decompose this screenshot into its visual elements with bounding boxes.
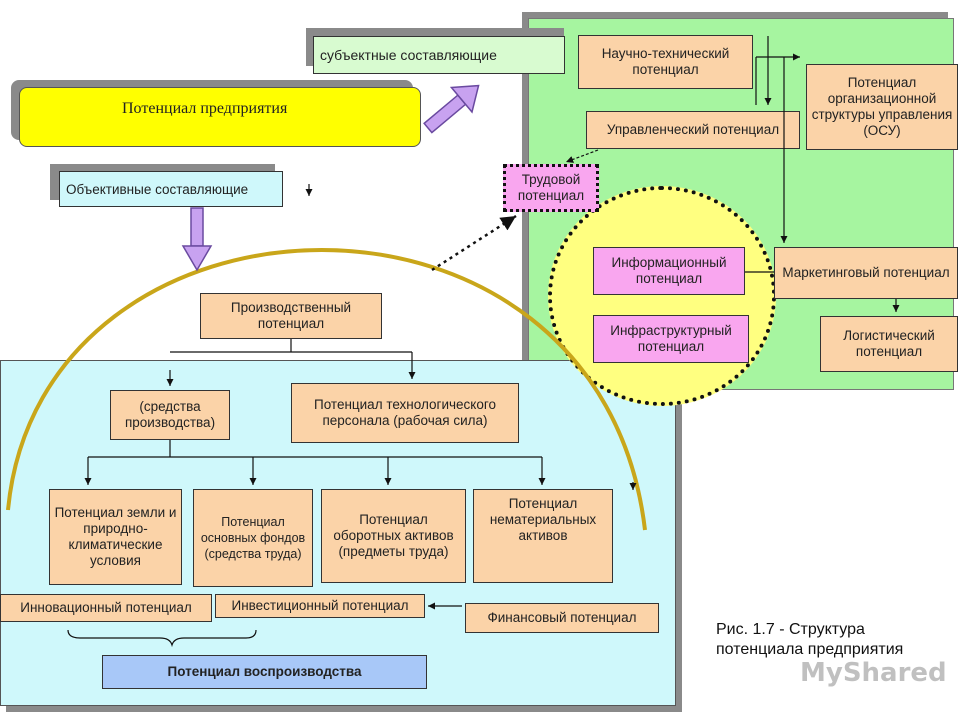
marketing-potential: Маркетинговый потенциал (774, 247, 958, 299)
page-title: Потенциал предприятия (19, 87, 421, 147)
objective-arrow (181, 207, 213, 272)
production-potential: Производственный потенциал (200, 293, 382, 339)
osu-potential: Потенциал организационной структуры упра… (806, 64, 958, 150)
information-potential: Информационный потенциал (593, 247, 745, 295)
objective-components: Объективные составляющие (59, 171, 283, 207)
infrastructure-potential: Инфраструктурный потенциал (593, 315, 749, 363)
intangible-assets-potential: Потенциал нематериальных активов (473, 489, 613, 583)
subjective-arrow (423, 84, 480, 134)
yellow-circle (548, 186, 776, 406)
land-potential: Потенциал земли и природно-климатические… (49, 489, 182, 585)
current-assets-potential: Потенциал оборотных активов (предметы тр… (321, 489, 466, 583)
means-of-production: (средства производства) (110, 390, 230, 440)
labor-potential: Трудовой потенциал (503, 164, 599, 212)
figure-caption: Рис. 1.7 - Структура потенциала предприя… (716, 621, 904, 658)
financial-potential: Финансовый потенциал (465, 603, 659, 633)
logistics-potential: Логистический потенциал (820, 316, 958, 372)
scientific-technical-potential: Научно-технический потенциал (578, 35, 753, 89)
managerial-potential: Управленческий потенциал (586, 111, 800, 149)
watermark-logo: MyShared (800, 658, 947, 688)
reproduction-potential: Потенциал воспроизводства (102, 655, 427, 689)
fixed-assets-potential: Потенциал основных фондов (средства труд… (193, 489, 313, 587)
subjective-components: субъектные составляющие (313, 36, 565, 74)
investment-potential: Инвестиционный потенциал (215, 594, 425, 618)
tech-staff-potential: Потенциал технологического персонала (ра… (291, 383, 519, 443)
innovation-potential: Инновационный потенциал (0, 594, 212, 622)
